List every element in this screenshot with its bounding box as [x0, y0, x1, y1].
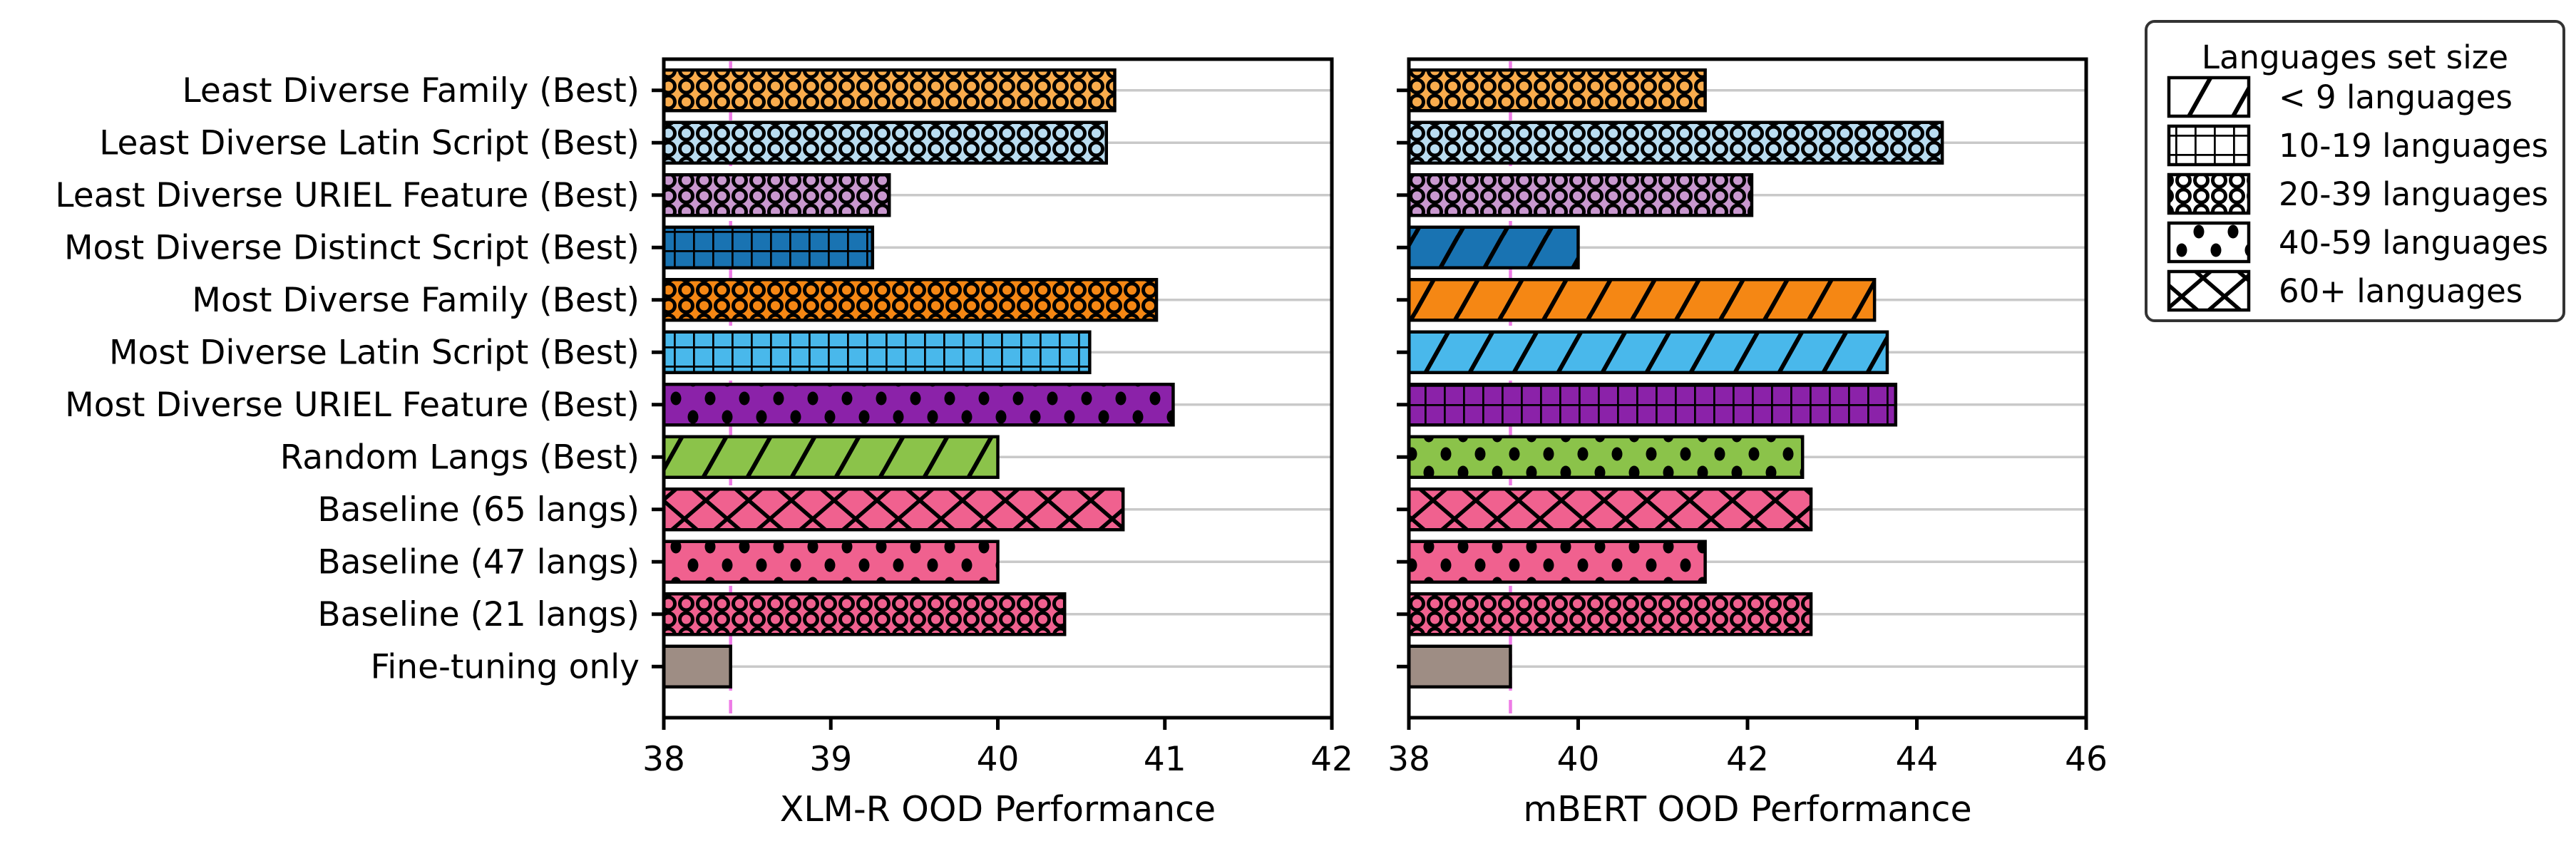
- x-tick-label: 41: [1144, 740, 1186, 779]
- plot-area: 38 39 40 41 42 Least Diverse Family (Best) Lea…: [55, 57, 1353, 830]
- bar: [1407, 487, 1813, 532]
- legend-item-label: 10-19 languages: [2279, 127, 2548, 165]
- category-label: Most Diverse Family (Best): [192, 281, 640, 320]
- legend-item-label: < 9 languages: [2279, 78, 2513, 116]
- plot-area: 38 40 42 44 46 mBERT OOD Performance: [1387, 57, 2108, 830]
- legend-swatch-hatch: [2169, 175, 2249, 213]
- bar: [662, 644, 732, 688]
- legend-box: [2145, 20, 2565, 322]
- category-label: Random Langs (Best): [280, 438, 640, 477]
- legend-swatch: [2167, 76, 2251, 118]
- x-tick-label: 42: [1726, 740, 1769, 779]
- bar: [1407, 592, 1813, 636]
- x-axis-label: XLM-R OOD Performance: [780, 789, 1216, 830]
- legend-swatch: [2167, 124, 2251, 167]
- x-tick-label: 40: [977, 740, 1020, 779]
- bar: [662, 225, 875, 269]
- legend-swatch-hatch: [2169, 223, 2249, 262]
- category-label: Baseline (65 langs): [317, 490, 640, 530]
- legend-swatch-hatch: [2169, 78, 2249, 116]
- legend-item-label: 60+ languages: [2279, 272, 2523, 310]
- legend: Languages set size< 9 languages 10-19 lan…: [2145, 20, 2565, 322]
- legend-swatch-hatch: [2169, 272, 2249, 310]
- bar: [662, 435, 1000, 479]
- x-axis-label: mBERT OOD Performance: [1523, 789, 1971, 830]
- bar: [662, 330, 1092, 374]
- category-label: Baseline (47 langs): [317, 542, 640, 582]
- x-tick-label: 40: [1557, 740, 1600, 779]
- x-tick-label: 38: [1387, 740, 1430, 779]
- bar: [1407, 383, 1898, 427]
- bar: [1407, 173, 1754, 217]
- bar: [1407, 278, 1877, 322]
- category-label: Baseline (21 langs): [317, 595, 640, 634]
- category-label: Least Diverse Family (Best): [183, 71, 640, 110]
- x-tick-label: 44: [1896, 740, 1939, 779]
- category-label: Most Diverse Latin Script (Best): [109, 333, 640, 372]
- bar: [1407, 644, 1512, 688]
- category-label: Least Diverse Latin Script (Best): [99, 123, 640, 162]
- bar: [1407, 435, 1805, 479]
- legend-item-label: 20-39 languages: [2279, 175, 2548, 213]
- legend-swatch: [2167, 269, 2251, 312]
- category-label: Least Diverse URIEL Feature (Best): [55, 176, 640, 215]
- legend-title: Languages set size: [2202, 38, 2508, 76]
- legend-swatch: [2167, 221, 2251, 264]
- bar: [662, 278, 1159, 322]
- bar: [1407, 225, 1580, 269]
- bar: [662, 383, 1175, 427]
- bar: [1407, 68, 1707, 113]
- bar: [662, 68, 1117, 113]
- bar: [1407, 540, 1707, 584]
- bar: [662, 540, 1000, 584]
- bar: [662, 173, 891, 217]
- category-label: Most Diverse Distinct Script (Best): [64, 228, 640, 267]
- legend-swatch: [2167, 172, 2251, 215]
- x-tick-label: 39: [809, 740, 852, 779]
- x-tick-label: 38: [642, 740, 685, 779]
- x-tick-label: 46: [2065, 740, 2108, 779]
- category-label: Fine-tuning only: [371, 647, 640, 686]
- bar: [662, 592, 1067, 636]
- category-label: Most Diverse URIEL Feature (Best): [65, 386, 640, 425]
- legend-item-label: 40-59 languages: [2279, 224, 2548, 262]
- bar: [662, 120, 1109, 165]
- bar: [1407, 120, 1944, 165]
- bar: [662, 487, 1125, 532]
- x-tick-label: 42: [1310, 740, 1353, 779]
- bar: [1407, 330, 1889, 374]
- legend-swatch-hatch: [2169, 126, 2249, 165]
